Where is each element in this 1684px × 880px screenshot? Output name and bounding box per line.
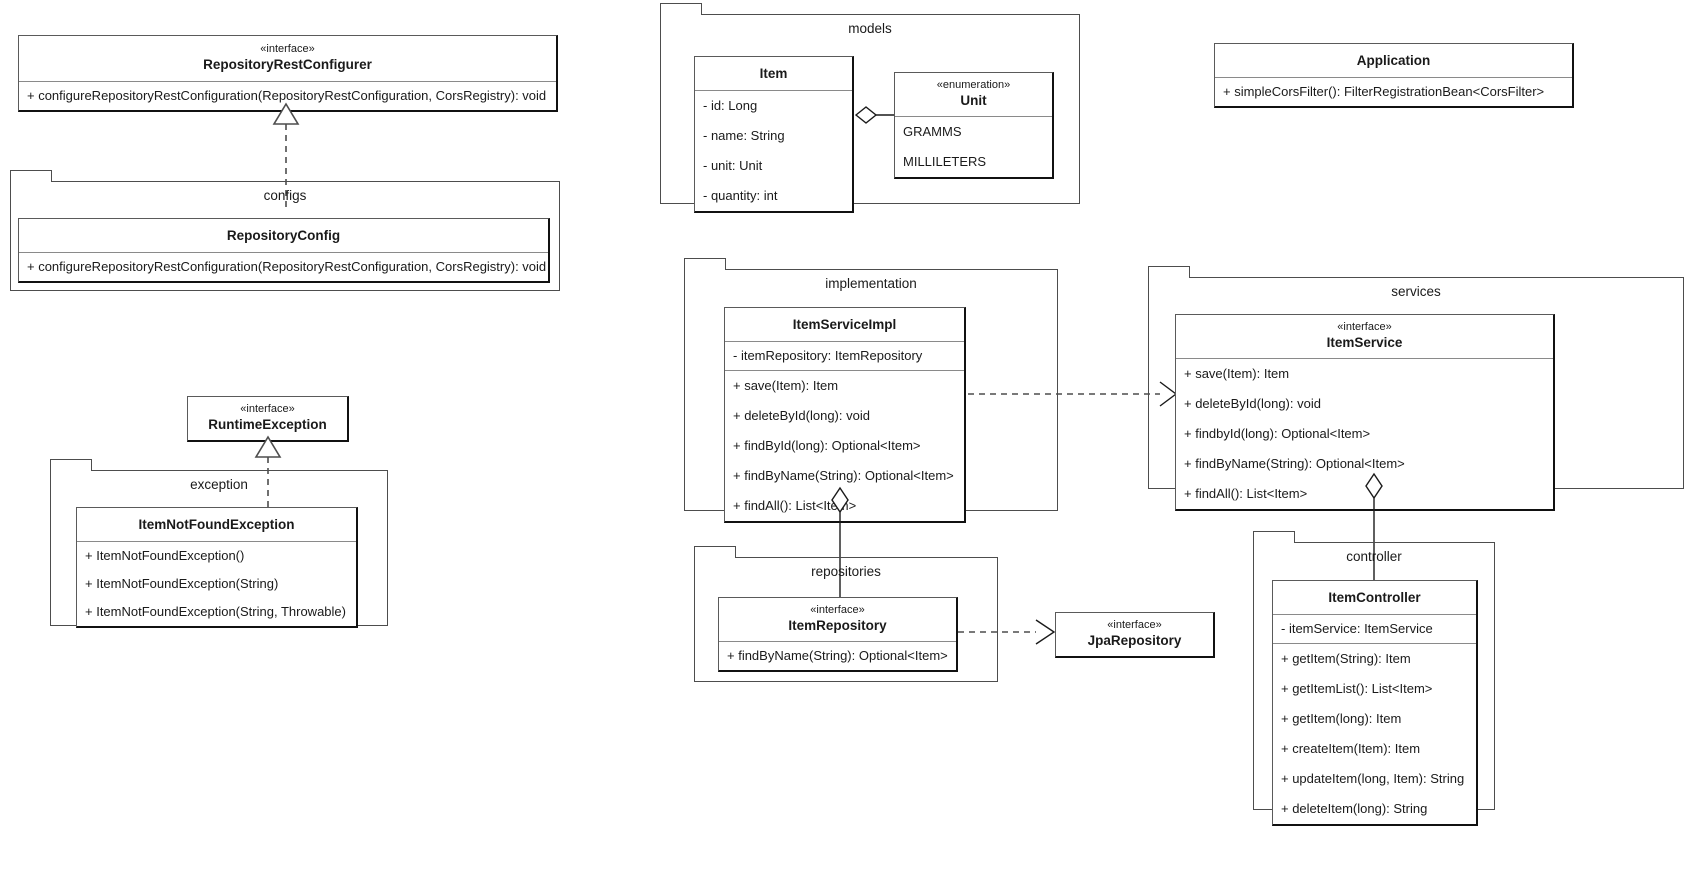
class-method: + findbyId(long): Optional<Item>: [1184, 426, 1371, 441]
class-attributes-section: - id: Long - name: String - unit: Unit -…: [695, 91, 852, 211]
class-header: «interface» ItemService: [1176, 315, 1553, 359]
class-header: «interface» ItemRepository: [719, 598, 956, 642]
package-tab: [49, 459, 92, 471]
class-item-controller[interactable]: ItemController - itemService: ItemServic…: [1272, 580, 1478, 826]
class-name: RepositoryRestConfigurer: [203, 57, 372, 72]
class-method: + ItemNotFoundException(String, Throwabl…: [85, 604, 346, 619]
class-name: ItemNotFoundException: [138, 517, 295, 532]
class-attributes-section: - itemService: ItemService: [1273, 615, 1476, 643]
class-method: + findByName(String): Optional<Item>: [1184, 456, 1405, 471]
class-header: ItemNotFoundException: [77, 508, 356, 542]
class-method: + findByName(String): Optional<Item>: [733, 468, 954, 483]
enum-literal: GRAMMS: [903, 124, 962, 139]
class-methods-section: + ItemNotFoundException() + ItemNotFound…: [77, 542, 356, 626]
class-method: + simpleCorsFilter(): FilterRegistration…: [1223, 84, 1545, 99]
class-method: + findAll(): List<Item>: [1184, 486, 1308, 501]
class-header: «interface» JpaRepository: [1056, 613, 1213, 656]
package-label: configs: [263, 188, 307, 203]
class-name: Application: [1356, 53, 1431, 68]
class-method: + getItemList(): List<Item>: [1281, 681, 1433, 696]
class-repository-rest-configurer[interactable]: «interface» RepositoryRestConfigurer + c…: [18, 35, 558, 112]
class-methods-section: + configureRepositoryRestConfiguration(R…: [19, 82, 556, 110]
class-name: ItemController: [1328, 590, 1421, 605]
class-method: + findById(long): Optional<Item>: [733, 438, 921, 453]
package-label: implementation: [825, 276, 917, 291]
class-method: + updateItem(long, Item): String: [1281, 771, 1465, 786]
class-attribute: - itemRepository: ItemRepository: [733, 348, 923, 363]
class-methods-section: + simpleCorsFilter(): FilterRegistration…: [1215, 78, 1572, 106]
package-tab: [1147, 266, 1190, 278]
class-method: + deleteItem(long): String: [1281, 801, 1428, 816]
class-name: ItemService: [1326, 335, 1403, 350]
class-item-not-found-exception[interactable]: ItemNotFoundException + ItemNotFoundExce…: [76, 507, 358, 628]
class-method: + deleteById(long): void: [733, 408, 870, 423]
package-label: repositories: [811, 564, 881, 579]
class-header: RepositoryConfig: [19, 219, 548, 253]
class-method: + save(Item): Item: [733, 378, 839, 393]
package-tab: [693, 546, 736, 558]
stereotype-label: «interface»: [260, 43, 315, 55]
class-header: Item: [695, 57, 852, 91]
stereotype-label: «enumeration»: [936, 79, 1011, 91]
class-attribute: - id: Long: [703, 98, 758, 113]
class-methods-section: + save(Item): Item + deleteById(long): v…: [1176, 359, 1553, 509]
class-method: + findAll(): List<Item>: [733, 498, 857, 513]
class-name: ItemServiceImpl: [792, 317, 897, 332]
class-attribute: - unit: Unit: [703, 158, 763, 173]
class-attributes-section: - itemRepository: ItemRepository: [725, 342, 964, 370]
stereotype-label: «interface»: [240, 403, 295, 415]
class-application[interactable]: Application + simpleCorsFilter(): Filter…: [1214, 43, 1574, 108]
stereotype-label: «interface»: [1337, 321, 1392, 333]
package-label: exception: [190, 477, 248, 492]
class-attribute: - name: String: [703, 128, 785, 143]
class-method: + deleteById(long): void: [1184, 396, 1321, 411]
class-methods-section: + getItem(String): Item + getItemList():…: [1273, 643, 1476, 824]
class-attribute: - itemService: ItemService: [1281, 621, 1433, 636]
package-label: controller: [1346, 549, 1402, 564]
class-item[interactable]: Item - id: Long - name: String - unit: U…: [694, 56, 854, 213]
stereotype-label: «interface»: [810, 604, 865, 616]
class-name: Unit: [960, 93, 987, 108]
stereotype-label: «interface»: [1107, 619, 1162, 631]
enum-literals-section: GRAMMS MILLILETERS: [895, 117, 1052, 177]
class-jpa-repository[interactable]: «interface» JpaRepository: [1055, 612, 1215, 658]
class-method: + configureRepositoryRestConfiguration(R…: [27, 88, 547, 103]
class-name: RuntimeException: [208, 417, 327, 432]
class-header: ItemServiceImpl: [725, 308, 964, 342]
class-method: + configureRepositoryRestConfiguration(R…: [27, 259, 547, 274]
class-method: + save(Item): Item: [1184, 366, 1290, 381]
class-name: RepositoryConfig: [226, 228, 341, 243]
class-method: + ItemNotFoundException(String): [85, 576, 279, 591]
class-methods-section: + save(Item): Item + deleteById(long): v…: [725, 370, 964, 521]
class-method: + ItemNotFoundException(): [85, 548, 245, 563]
class-method: + getItem(String): Item: [1281, 651, 1411, 666]
class-name: JpaRepository: [1087, 633, 1182, 648]
class-attribute: - quantity: int: [703, 188, 778, 203]
class-method: + findByName(String): Optional<Item>: [727, 648, 948, 663]
class-method: + createItem(Item): Item: [1281, 741, 1421, 756]
class-header: Application: [1215, 44, 1572, 78]
class-method: + getItem(long): Item: [1281, 711, 1402, 726]
class-name: Item: [759, 66, 788, 81]
class-item-repository[interactable]: «interface» ItemRepository + findByName(…: [718, 597, 958, 672]
class-name: ItemRepository: [788, 618, 887, 633]
class-header: «interface» RepositoryRestConfigurer: [19, 36, 556, 82]
enum-literal: MILLILETERS: [903, 154, 987, 169]
class-unit-enumeration[interactable]: «enumeration» Unit GRAMMS MILLILETERS: [894, 72, 1054, 179]
class-header: «enumeration» Unit: [895, 73, 1052, 117]
class-repository-config[interactable]: RepositoryConfig + configureRepositoryRe…: [18, 218, 550, 283]
class-methods-section: + configureRepositoryRestConfiguration(R…: [19, 253, 548, 281]
class-item-service[interactable]: «interface» ItemService + save(Item): It…: [1175, 314, 1555, 511]
package-label: services: [1391, 284, 1441, 299]
package-label: models: [848, 21, 892, 36]
package-tab: [1252, 531, 1295, 543]
class-item-service-impl[interactable]: ItemServiceImpl - itemRepository: ItemRe…: [724, 307, 966, 523]
package-tab: [9, 170, 52, 182]
class-runtime-exception[interactable]: «interface» RuntimeException: [187, 396, 349, 442]
class-header: «interface» RuntimeException: [188, 397, 347, 440]
package-tab: [683, 258, 726, 270]
package-tab: [659, 3, 702, 15]
class-methods-section: + findByName(String): Optional<Item>: [719, 642, 956, 670]
class-header: ItemController: [1273, 581, 1476, 615]
